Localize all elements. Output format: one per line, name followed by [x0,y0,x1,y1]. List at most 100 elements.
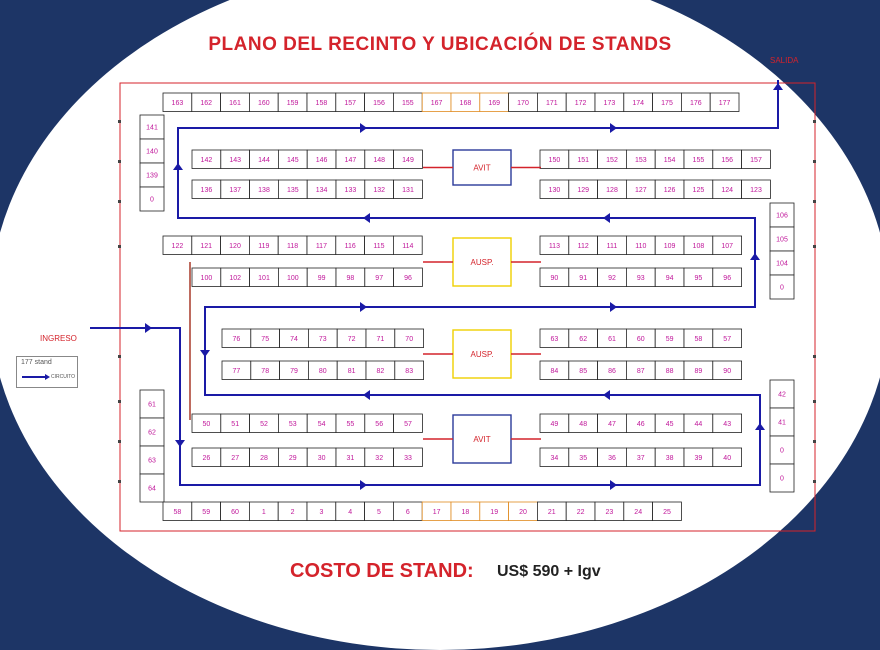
stand[interactable]: 99 [306,267,337,287]
stand[interactable]: 112 [568,235,598,255]
stand[interactable]: 42 [769,379,795,409]
stand[interactable]: 106 [769,202,795,228]
stand[interactable]: 53 [277,413,308,433]
stand[interactable]: 85 [568,360,598,380]
stand[interactable]: 175 [652,92,682,112]
stand[interactable]: 120 [220,235,250,255]
stand[interactable]: 144 [249,149,279,169]
stand[interactable]: 142 [191,149,222,169]
stand[interactable]: 110 [626,235,656,255]
stand[interactable]: 27 [220,447,251,467]
stand[interactable]: 38 [654,447,685,467]
stand[interactable]: 177 [709,92,740,112]
stand[interactable]: 91 [568,267,598,287]
stand[interactable]: 156 [364,92,394,112]
stand[interactable]: 35 [568,447,598,467]
stand[interactable]: 90 [712,360,742,380]
stand[interactable]: 126 [654,179,685,199]
stand[interactable]: 17 [421,501,452,521]
stand[interactable]: 116 [335,235,365,255]
stand[interactable]: 139 [139,162,165,188]
stand[interactable]: 63 [139,445,165,475]
stand[interactable]: 30 [306,447,337,467]
stand[interactable]: 113 [539,235,570,255]
stand[interactable]: 163 [162,92,193,112]
stand[interactable]: 39 [683,447,714,467]
stand[interactable]: 46 [626,413,656,433]
stand[interactable]: 6 [392,501,423,521]
stand[interactable]: 73 [307,328,338,348]
stand[interactable]: 152 [597,149,627,169]
stand[interactable]: 41 [769,407,795,437]
stand[interactable]: 124 [712,179,742,199]
stand[interactable]: 57 [712,328,742,348]
stand[interactable]: 100 [277,267,308,287]
stand[interactable]: 127 [626,179,656,199]
stand[interactable]: 60 [626,328,656,348]
stand[interactable]: 4 [335,501,365,521]
stand[interactable]: 82 [365,360,396,380]
stand[interactable]: 50 [191,413,222,433]
stand[interactable]: 172 [565,92,596,112]
stand[interactable]: 34 [539,447,570,467]
stand[interactable]: 54 [306,413,337,433]
stand[interactable]: 63 [539,328,570,348]
stand[interactable]: 155 [392,92,423,112]
stand[interactable]: 83 [394,360,424,380]
stand[interactable]: 3 [306,501,337,521]
stand[interactable]: 158 [306,92,337,112]
stand[interactable]: 170 [508,92,538,112]
stand[interactable]: 2 [277,501,308,521]
stand[interactable]: 168 [450,92,481,112]
stand[interactable]: 171 [537,92,567,112]
stand[interactable]: 128 [597,179,627,199]
stand[interactable]: 140 [139,138,165,164]
stand[interactable]: 0 [769,274,795,300]
stand[interactable]: 37 [626,447,656,467]
stand[interactable]: 129 [568,179,598,199]
stand[interactable]: 0 [769,463,795,493]
stand[interactable]: 149 [393,149,423,169]
stand[interactable]: 123 [741,179,771,199]
stand[interactable]: 70 [394,328,424,348]
avit-2-booth[interactable]: AVIT [423,414,541,464]
stand[interactable]: 33 [393,447,423,467]
stand[interactable]: 160 [248,92,279,112]
stand[interactable]: 32 [364,447,394,467]
stand[interactable]: 52 [249,413,279,433]
stand[interactable]: 96 [712,267,742,287]
stand[interactable]: 174 [623,92,653,112]
stand[interactable]: 157 [741,149,771,169]
stand[interactable]: 156 [712,149,742,169]
stand[interactable]: 78 [250,360,281,380]
stand[interactable]: 169 [479,92,509,112]
stand[interactable]: 104 [769,250,795,276]
stand[interactable]: 84 [539,360,570,380]
stand[interactable]: 131 [393,179,423,199]
stand[interactable]: 100 [191,267,222,287]
stand[interactable]: 143 [220,149,251,169]
stand[interactable]: 87 [626,360,656,380]
stand[interactable]: 62 [139,417,165,447]
stand[interactable]: 133 [335,179,366,199]
stand[interactable]: 97 [364,267,394,287]
stand[interactable]: 167 [421,92,452,112]
stand[interactable]: 61 [139,389,165,419]
stand[interactable]: 23 [594,501,625,521]
stand[interactable]: 71 [365,328,396,348]
stand[interactable]: 62 [568,328,598,348]
stand[interactable]: 80 [307,360,338,380]
stand[interactable]: 93 [626,267,656,287]
stand[interactable]: 147 [335,149,366,169]
stand[interactable]: 96 [393,267,423,287]
stand[interactable]: 138 [249,179,279,199]
stand[interactable]: 5 [364,501,394,521]
stand[interactable]: 21 [537,501,567,521]
stand[interactable]: 89 [683,360,714,380]
stand[interactable]: 51 [220,413,251,433]
stand[interactable]: 107 [712,235,742,255]
stand[interactable]: 92 [597,267,627,287]
stand[interactable]: 136 [191,179,222,199]
stand[interactable]: 176 [681,92,711,112]
stand[interactable]: 81 [336,360,367,380]
